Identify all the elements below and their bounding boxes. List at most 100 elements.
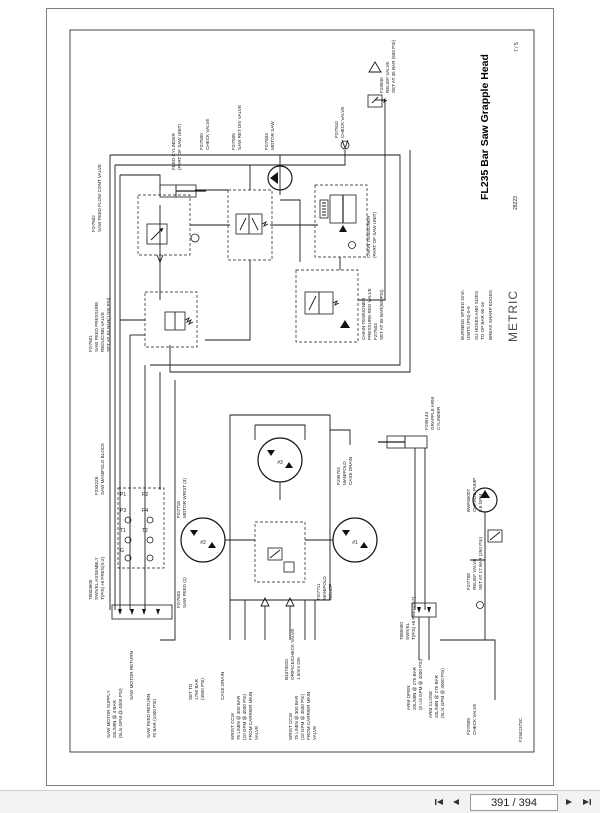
saw-feed-2-label: SAW FEED (2) [182, 577, 187, 608]
saw-feed-label: SAW FEED PRESSURE [94, 302, 99, 352]
saw-feed-code: F2I7601 [88, 335, 93, 352]
flow-control-code: F2I7602 [91, 215, 96, 232]
saw-feed-return-sub: 70 BAR (1000 PSI) [152, 698, 157, 738]
main-return-line [110, 154, 401, 366]
lower-bus [169, 150, 411, 373]
grapple-lines [414, 448, 426, 610]
grapple-code: F299144 [424, 411, 429, 430]
check-valve-bottom-icon [476, 601, 484, 609]
manifold-relief-label: MANIFOLD [322, 576, 327, 600]
relief-valve-top-icon [367, 94, 383, 108]
swivel-left-sub: T(PIS) HI PRES(S-Z) [100, 556, 105, 600]
manifold-relief-sub: RELIEF [328, 584, 333, 600]
note-line-2: UNITS (PSI)-5-8 [466, 306, 471, 340]
port-labels: P1 P2 P3 P4 T1 T2 G [120, 492, 148, 554]
wrist-ccw-sub2: (20 GPM @ 4500 PSI) [242, 694, 247, 740]
manifold-relief-code: F2I7711 [316, 583, 321, 600]
m3-top [255, 424, 306, 440]
saw-manifold-block [117, 487, 165, 569]
charge-pump-label: CHARGE PUMP [472, 478, 477, 512]
saw-motor-supply-sub: 20L/MIN @ 4 BAR [112, 699, 117, 738]
feed-line-a [115, 150, 346, 166]
hydraulic-schematic: FL235 Bar Saw Grapple Head 7 / 5 28223 M… [69, 29, 535, 753]
set-to-sub: 1750 BAR [194, 678, 199, 700]
last-page-icon[interactable] [580, 795, 594, 809]
chain-tensioner-envelope [314, 184, 368, 258]
manifold-case-code: F295701 [336, 466, 341, 485]
motor-saw-return [280, 199, 301, 262]
check-valve-top-code: F2I7600 [199, 133, 204, 150]
arm-close-label: ARM CLOSE [428, 691, 433, 718]
tens-valve-red: PRESSURE RED VALVE [367, 288, 372, 340]
reducing-spring-icon [184, 316, 194, 326]
first-page-icon[interactable] [432, 795, 446, 809]
manifold-case-sub: CASE DRAIN [348, 457, 353, 485]
relief-2-set: SET AT 17 BAR (250 PSI) [478, 536, 483, 590]
motor-saw-icon [267, 165, 293, 191]
check-valve-bottom-code: F2I7609 [466, 718, 471, 735]
relief-2-label: RELIEF VALVE [472, 559, 477, 591]
check-valve-right-code: F2I7810 [334, 121, 339, 138]
motor-saw-label: MOTOR SAW [270, 121, 275, 150]
port-g: G [120, 548, 124, 554]
wrist-cw-sub4: VALVE [312, 726, 317, 740]
page-indicator[interactable]: 391 / 394 [470, 794, 558, 811]
wrist-cw-sub2: (20 GPM @ 4500 PSI) [300, 694, 305, 740]
swivel-right-shape [411, 602, 437, 618]
arm-close-sub2: (5L/4 GPM @ 4000 PSI) [440, 668, 445, 718]
orifice-code: B4470020 [284, 659, 289, 680]
sheet-number: 7 / 5 [514, 42, 520, 52]
warning-triangle-icon [368, 61, 382, 73]
saw-motor-return-label: SAW MOTOR RETURN [129, 651, 134, 700]
swivel-left-label: SWIVEL ASSEMBLY [94, 557, 99, 600]
wrist-cw-sub: 75 L/MIN @ 300 BAR [294, 695, 299, 740]
next-page-icon[interactable] [562, 795, 576, 809]
orifice-label: ORIFICE/CHECK VALVE [290, 629, 295, 680]
flow-control-label: SAW FEED FLOW CONT VALVE [97, 164, 102, 232]
motor-2-label: #2 [200, 540, 206, 546]
pressure-reducing-envelope [144, 291, 198, 348]
motor-1-label: #1 [352, 540, 358, 546]
document-page [46, 8, 554, 786]
feed-cylinder-sub: (PART OF SAW UNIT) [177, 124, 182, 170]
wrist-ccw-sub: 75 L/MIN @ 300 BAR [236, 695, 241, 740]
chain-tensioner-sub: (PART OF SAW UNIT) [372, 212, 377, 258]
manifold-block-code: F2932Z6 [94, 476, 99, 495]
saw-feed-reducing: REDUCING VALVE [100, 312, 105, 352]
swivel-left-code: 78003500 [88, 579, 93, 600]
wrist-ccw-sub3: FROM CARRIER MAIN [248, 692, 253, 740]
case-drain-line [330, 429, 351, 445]
metric-label: METRIC [506, 290, 520, 342]
orifice-sub: 1.5mm DIA [296, 656, 301, 680]
viewer-toolbar: 391 / 394 [0, 790, 600, 813]
tens-relief-line [358, 100, 386, 301]
orifice-check-left [260, 596, 270, 607]
wrist-manifold [254, 521, 306, 583]
set-to-sub2: (4500 PSI) [200, 678, 205, 700]
wrist-loop [229, 414, 331, 601]
relief-label: RELIEF VALVE [385, 62, 390, 94]
tens-valve-code: F2I7603 [373, 323, 378, 340]
note-line-1: BURNING SPEED 4mm [460, 290, 465, 340]
wrist-cw-sub3: FROM CARRIER MAIN [306, 692, 311, 740]
port-p4: P4 [142, 508, 148, 514]
saw-ret-code: F2I7605 [231, 133, 236, 150]
arm-open-sub: 20L/MIN @ 275 BAR [412, 666, 417, 710]
note-line-4: TO OP BAR 95-16 [480, 302, 485, 340]
document-viewer: FL235 Bar Saw Grapple Head 7 / 5 28223 M… [46, 8, 554, 786]
prev-page-icon[interactable] [449, 795, 463, 809]
div-down-line [205, 260, 251, 341]
feed-cylinder-label: FEED CYLINDER [171, 133, 176, 170]
drawing-title: FL235 Bar Saw Grapple Head [479, 54, 491, 200]
port-p2: P2 [142, 492, 148, 498]
arm-open-sub2: (5 L/4 GPM @ 4000 PSI) [418, 658, 423, 710]
case-drain-label: CASE DRAIN [220, 672, 225, 700]
feed-line-b [120, 174, 161, 190]
relief-code: F29940 [379, 77, 384, 93]
tens-valve-label: CHAIN TENSIONER [361, 297, 366, 340]
saw-motor-supply-label: SAW MOTOR SUPPLY [106, 690, 111, 738]
swivel-right-code: 7885000 [399, 622, 404, 640]
saw-feed-return-label: SAW FEED RETURN [146, 694, 151, 738]
charge-pump-sub: 5.6 GPM [478, 494, 483, 512]
swivel-assembly-left [111, 604, 173, 620]
